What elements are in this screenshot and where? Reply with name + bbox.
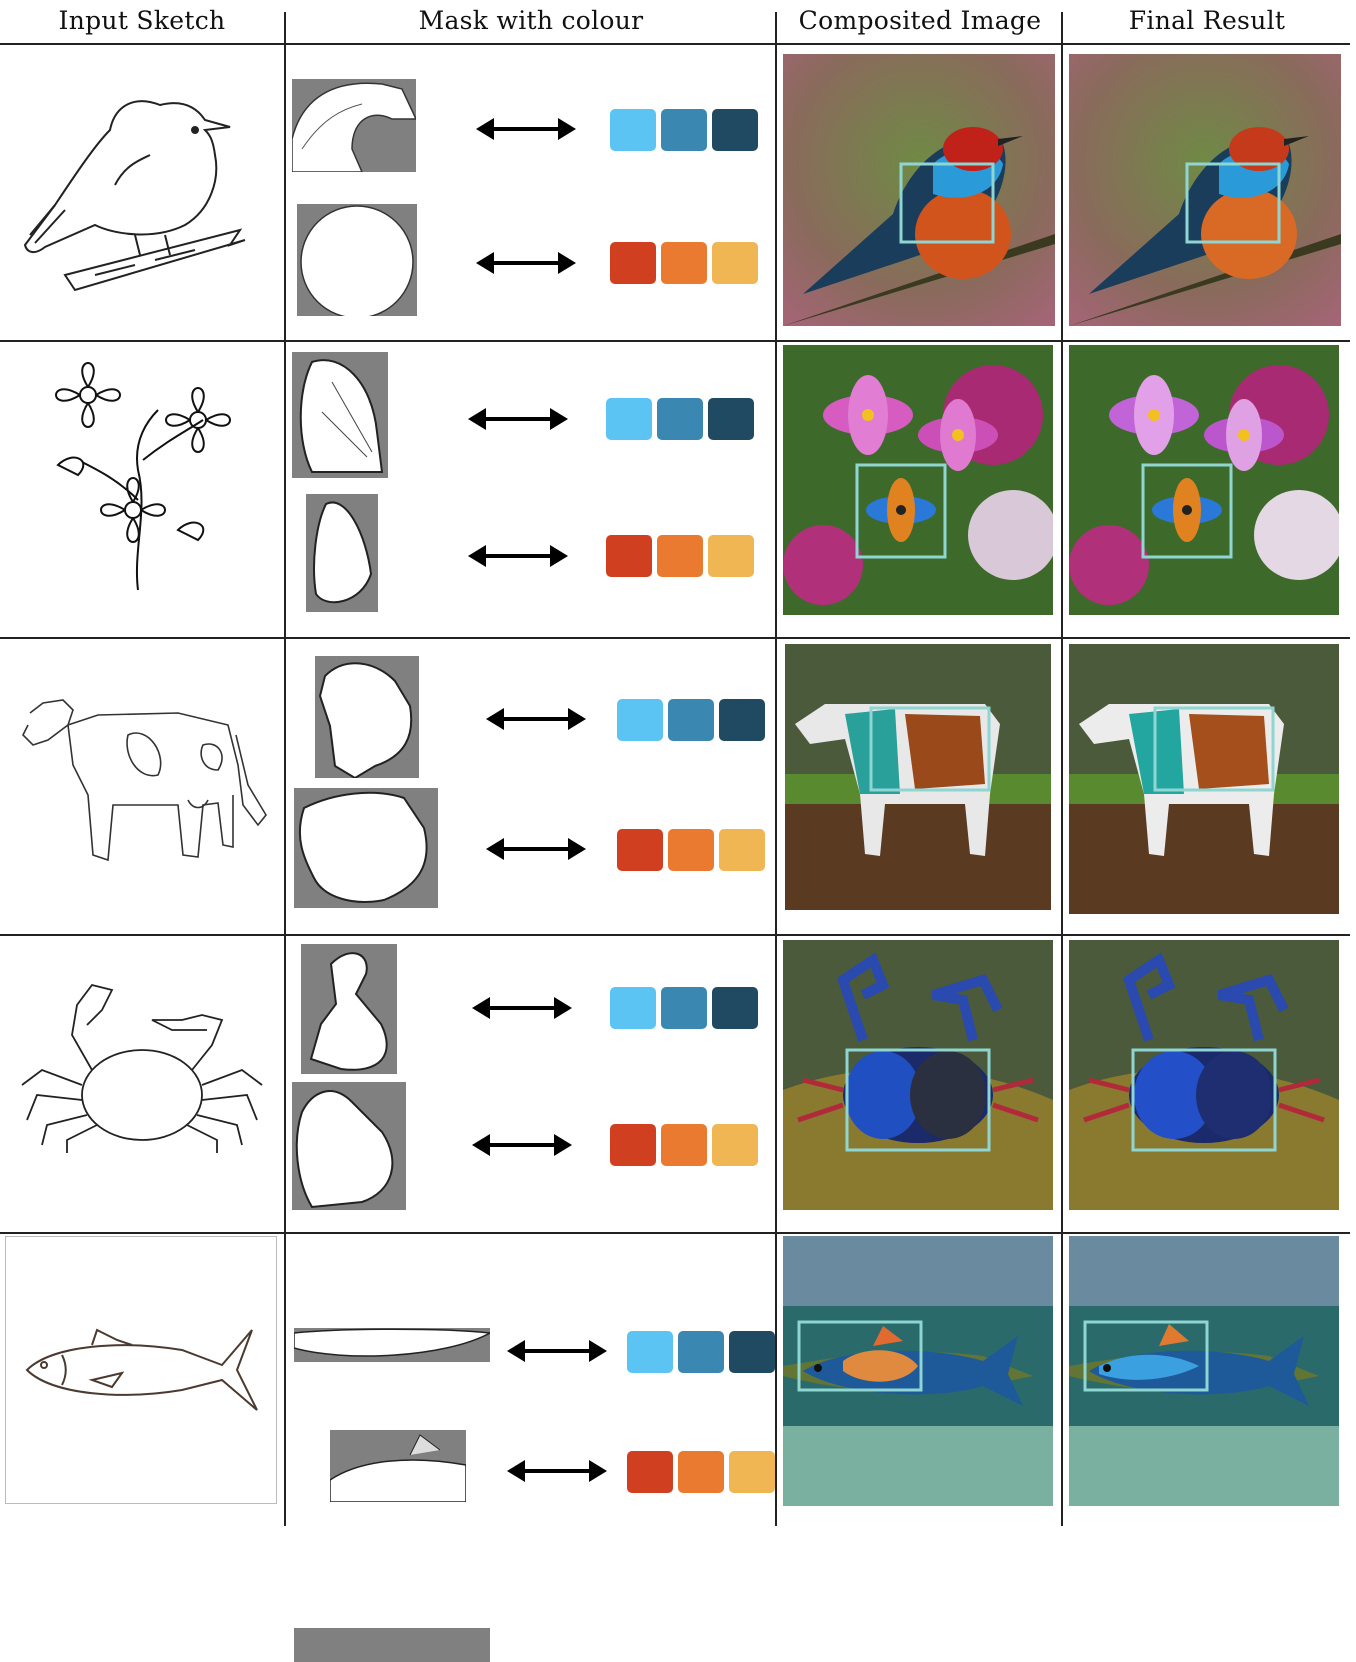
warm-colour-swatch [712,1124,758,1166]
double-arrow-icon [470,1130,574,1160]
grid-divider [0,934,1350,936]
cool-colour-swatch [668,699,714,741]
double-arrow-icon [474,248,578,278]
crab-final-result [1069,940,1339,1210]
warm-colour-swatch [678,1451,724,1493]
flower-composited-image [783,345,1053,615]
cool-colour-swatch [606,398,652,440]
warm-colour-swatch [729,1451,775,1493]
warm-colour-swatch [661,242,707,284]
header-mask-with-colour: Mask with colour [418,6,644,35]
fish-sketch [22,1325,260,1415]
grid-divider [0,637,1350,639]
double-arrow-icon [470,993,574,1023]
crab-composited-image [783,940,1053,1210]
grid-divider [775,12,777,1526]
cool-colour-swatch [661,109,707,151]
warm-colour-swatch [606,535,652,577]
grid-divider [284,12,286,1526]
cow-sketch [18,685,270,870]
crab-sketch [12,975,270,1155]
cool-colour-swatch [729,1331,775,1373]
fish-sketch-frame [5,1236,277,1504]
double-arrow-icon [466,404,570,434]
cool-colour-swatch [657,398,703,440]
bird-sketch [15,85,270,295]
double-arrow-icon [505,1336,609,1366]
crab-body-mask [292,1082,406,1210]
warm-colour-swatch [719,829,765,871]
warm-colour-swatch [661,1124,707,1166]
cow-head-mask [315,656,419,778]
double-arrow-icon [466,541,570,571]
cool-colour-swatch [719,699,765,741]
bird-final-result [1069,54,1341,326]
cool-colour-swatch [627,1331,673,1373]
cow-body-mask [294,788,438,908]
header-final-result: Final Result [1128,6,1286,35]
warm-colour-swatch [708,535,754,577]
warm-colour-swatch [610,1124,656,1166]
flower-final-result [1069,345,1339,615]
double-arrow-icon [505,1456,609,1486]
header-input-sketch: Input Sketch [58,6,226,35]
grid-divider [1061,12,1063,1526]
cool-colour-swatch [678,1331,724,1373]
cow-composited-image [785,644,1051,910]
flower-sketch [38,350,238,595]
double-arrow-icon [484,834,588,864]
bird-wing-mask [292,79,416,172]
cool-colour-swatch [712,987,758,1029]
warm-colour-swatch [627,1451,673,1493]
double-arrow-icon [484,704,588,734]
bird-belly-mask [297,204,417,316]
grid-divider [0,340,1350,342]
header-composited-image: Composited Image [798,6,1042,35]
fish-fin-mask [330,1430,466,1502]
crab-claw-mask [301,944,397,1074]
grid-divider [0,43,1350,45]
double-arrow-icon [474,114,578,144]
cow-final-result [1069,644,1339,914]
cool-colour-swatch [610,987,656,1029]
warm-colour-swatch [657,535,703,577]
warm-colour-swatch [610,242,656,284]
warm-colour-swatch [712,242,758,284]
cool-colour-swatch [712,109,758,151]
warm-colour-swatch [617,829,663,871]
fish-final-result [1069,1236,1339,1506]
bird-composited-image [783,54,1055,326]
cool-colour-swatch [661,987,707,1029]
cool-colour-swatch [617,699,663,741]
grid-divider [0,1232,1350,1234]
flower-petal-mask-2 [306,494,378,612]
cool-colour-swatch [708,398,754,440]
fish-composited-image [783,1236,1053,1506]
flower-petal-mask-1 [292,352,388,478]
fish-top-mask [294,1628,490,1662]
fish-body-mask [294,1328,490,1362]
warm-colour-swatch [668,829,714,871]
cool-colour-swatch [610,109,656,151]
